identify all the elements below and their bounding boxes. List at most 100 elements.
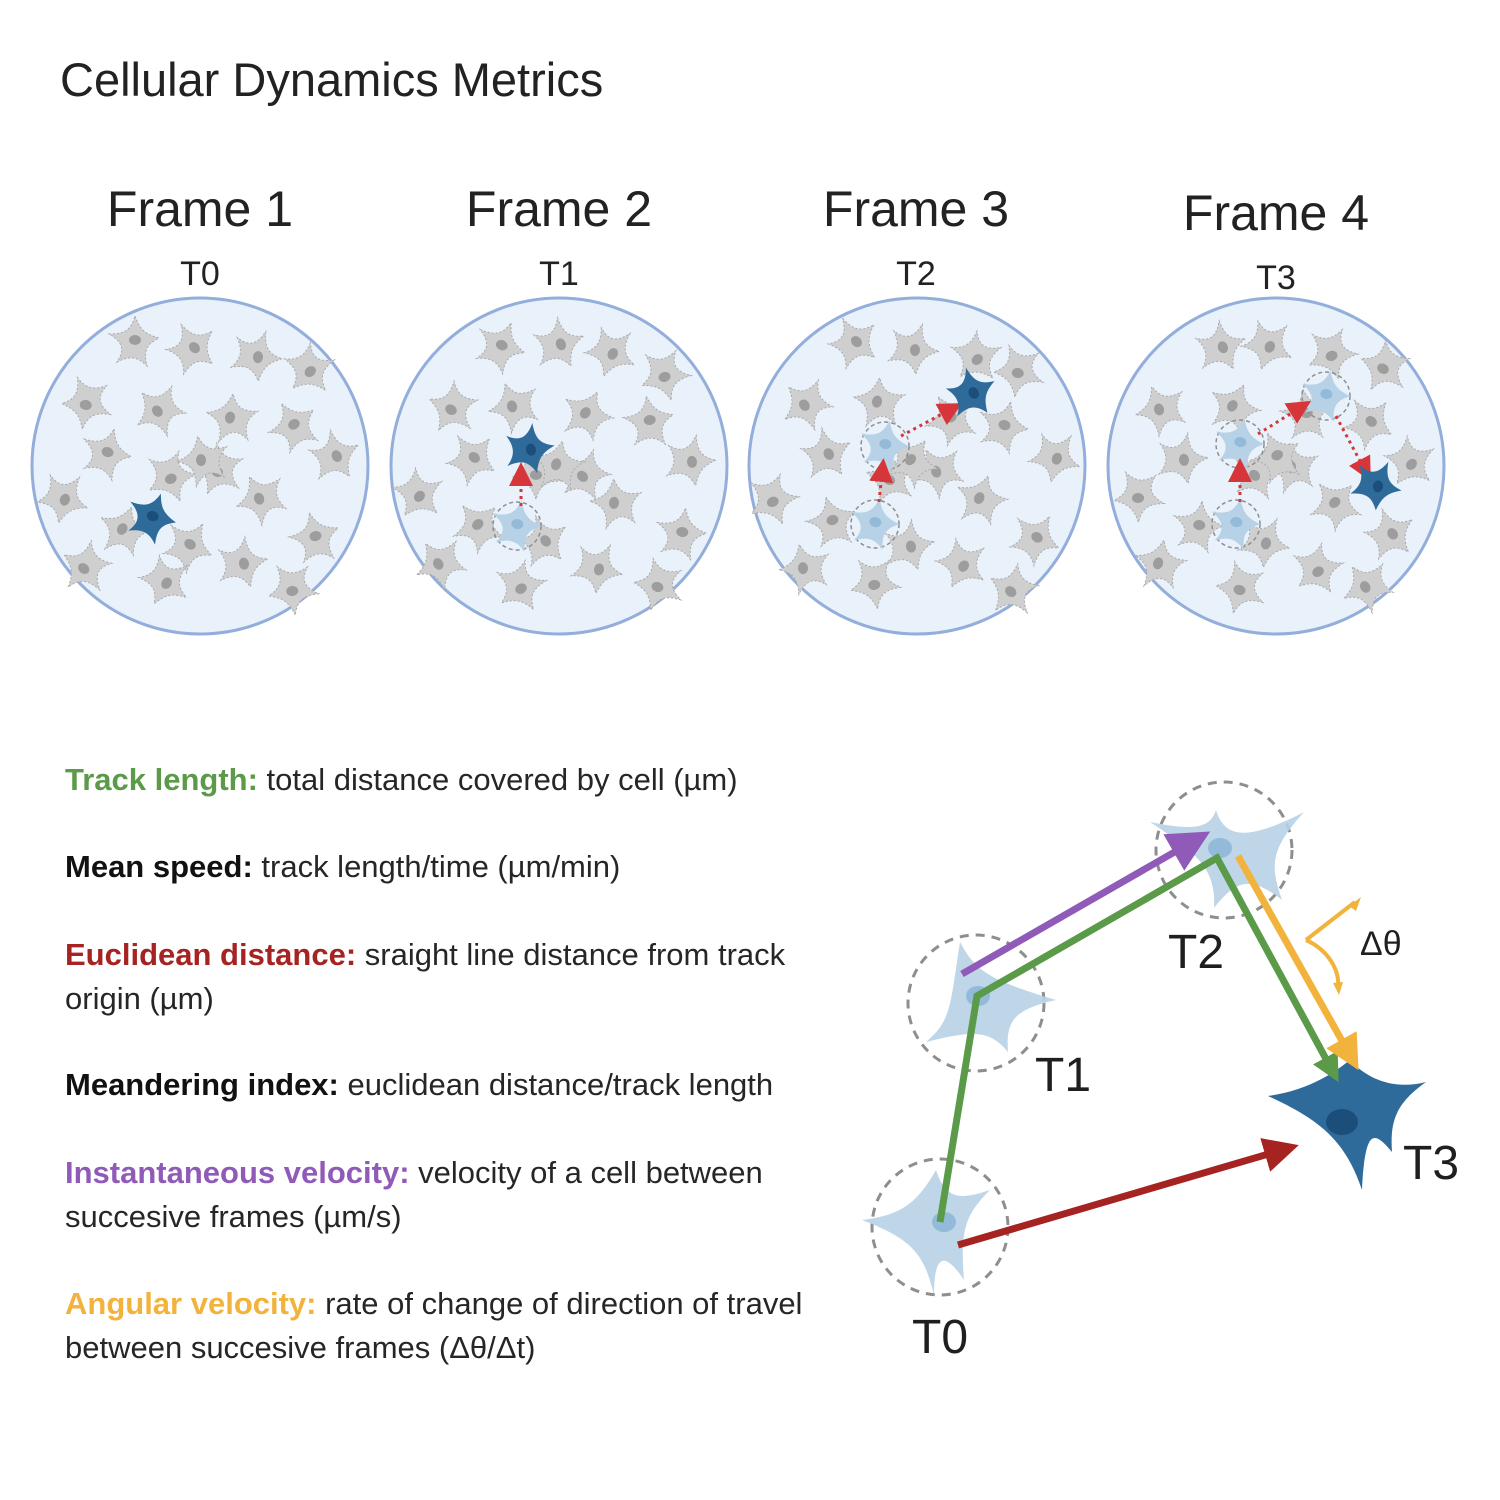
- movement-path: [1257, 400, 1312, 436]
- metric-term: Track length:: [65, 762, 258, 797]
- cell-t0: [862, 1157, 1010, 1297]
- cell: [204, 392, 260, 444]
- track-label-t0: T0: [912, 1311, 969, 1364]
- cell: [451, 504, 506, 555]
- cell: [621, 394, 675, 446]
- cell: [1236, 517, 1292, 569]
- metric-definition: rate of change of direction of travel be…: [65, 1286, 803, 1365]
- track-diagram: [862, 780, 1426, 1297]
- cell: [665, 433, 718, 488]
- cell: [532, 439, 587, 491]
- angle-arc: [1304, 900, 1357, 989]
- cell: [1157, 431, 1210, 485]
- angular-velocity-arrow: [1234, 854, 1359, 1071]
- frame-header-2: Frame 2 T1: [389, 180, 729, 294]
- cell: [1292, 541, 1346, 594]
- cell: [1194, 318, 1247, 371]
- cell: [956, 474, 1010, 527]
- movement-path: [1334, 415, 1371, 482]
- culture-dish-3: [747, 296, 1087, 636]
- frames-illustration: [30, 296, 1446, 636]
- cell: [655, 506, 708, 562]
- cell: [749, 472, 801, 526]
- metric-meandering-index: Meandering index: euclidean distance/tra…: [65, 1063, 865, 1107]
- cell: [1215, 418, 1265, 470]
- frame-header-4: Frame 4 T3: [1106, 184, 1446, 298]
- cell: [564, 390, 616, 443]
- cell: [492, 500, 542, 552]
- cell: [1239, 319, 1293, 371]
- euclidean-distance-arrow: [957, 1138, 1299, 1249]
- cell: [1382, 434, 1435, 485]
- cell: [1172, 499, 1225, 555]
- cell: [229, 329, 284, 383]
- frame-time: T2: [896, 255, 936, 293]
- cell: [989, 561, 1041, 615]
- cell: [563, 448, 613, 502]
- cell: [286, 511, 340, 564]
- metric-instantaneous-velocity: Instantaneous velocity: velocity of a ce…: [65, 1151, 825, 1239]
- metric-mean-speed: Mean speed: track length/time (µm/min): [65, 845, 865, 889]
- cell: [390, 466, 444, 517]
- previous-position: [492, 500, 542, 552]
- cell: [949, 329, 1003, 380]
- cell: [826, 317, 876, 371]
- frame-name: Frame 3: [822, 181, 1010, 237]
- cell: [34, 473, 89, 525]
- cell: [515, 514, 567, 568]
- cell: [495, 558, 549, 611]
- metric-term: Mean speed:: [65, 849, 253, 884]
- cell: [886, 322, 941, 376]
- cell: [444, 434, 496, 488]
- cell: [62, 539, 114, 592]
- culture-dish-4: [1106, 296, 1446, 636]
- cell: [992, 343, 1045, 399]
- cell: [979, 400, 1030, 456]
- cell: [267, 565, 321, 617]
- metric-term: Euclidean distance:: [65, 937, 357, 972]
- cell: [164, 322, 214, 376]
- cell: [1342, 562, 1395, 615]
- frame-name: Frame 4: [1182, 185, 1370, 241]
- frame-name: Frame 2: [465, 181, 653, 237]
- metric-track-length: Track length: total distance covered by …: [65, 758, 865, 802]
- cell: [532, 315, 585, 368]
- cell: [783, 378, 835, 432]
- page-title: Cellular Dynamics Metrics: [60, 53, 604, 106]
- metric-definition: total distance covered by cell (µm): [257, 762, 738, 797]
- cell: [1249, 431, 1301, 485]
- cell: [307, 428, 360, 481]
- cell: [1362, 507, 1414, 561]
- cell: [217, 535, 270, 589]
- cell: [428, 379, 480, 432]
- cell: [1214, 559, 1265, 615]
- cell: [107, 314, 161, 368]
- cell: [1211, 498, 1261, 550]
- cell: [99, 505, 153, 558]
- cell: [588, 477, 643, 531]
- metric-term: Instantaneous velocity:: [65, 1155, 410, 1190]
- cell: [266, 402, 320, 455]
- cell: [1359, 338, 1412, 391]
- previous-position: [1301, 370, 1351, 422]
- cell: [1307, 327, 1361, 381]
- cell: [632, 556, 683, 612]
- metric-euclidean-distance: Euclidean distance: sraight line distanc…: [65, 933, 835, 1021]
- previous-position: [1211, 498, 1261, 550]
- cell: [803, 495, 857, 548]
- cell: [945, 367, 995, 417]
- cell: [886, 439, 940, 490]
- cell: [1301, 370, 1351, 422]
- frame-header-1: Frame 1 T0: [30, 180, 370, 294]
- track-label-t3: T3: [1403, 1137, 1460, 1190]
- metric-term: Meandering index:: [65, 1067, 339, 1102]
- frame-time: T1: [539, 255, 579, 293]
- culture-dish-2: [389, 296, 729, 636]
- cell: [640, 349, 694, 402]
- cell: [799, 426, 852, 479]
- cell: [1133, 538, 1189, 590]
- metric-term: Angular velocity:: [65, 1286, 317, 1321]
- cell: [569, 543, 625, 595]
- cell: [849, 559, 903, 611]
- cell-t1: [906, 933, 1056, 1073]
